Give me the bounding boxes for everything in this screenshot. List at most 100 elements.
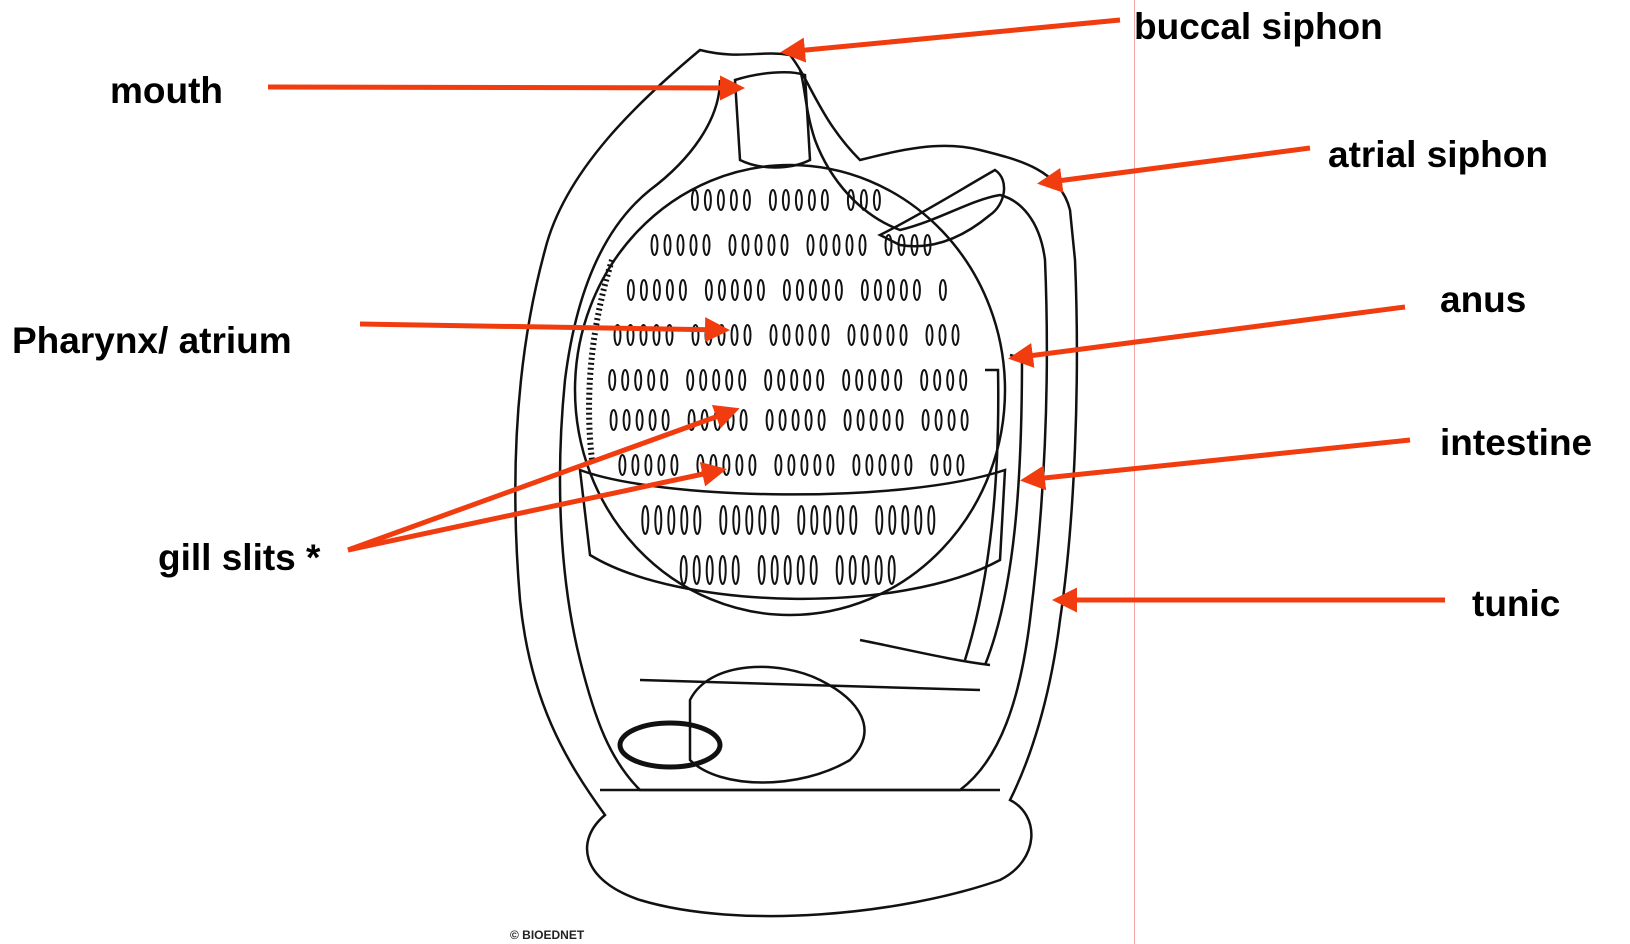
gill-slit <box>960 370 966 390</box>
gill-slit <box>845 410 851 430</box>
gill-slit <box>609 370 615 390</box>
atrial-siphon-outline <box>880 170 1004 246</box>
gill-slit <box>834 235 840 255</box>
gill-slit <box>823 280 829 300</box>
gill-slit <box>874 190 880 210</box>
gill-slit <box>661 370 667 390</box>
gill-slit <box>863 556 869 584</box>
gill-slit <box>733 506 739 534</box>
gill-slit <box>889 506 895 534</box>
gill-slit <box>882 370 888 390</box>
label-buccal-siphon: buccal siphon <box>1134 8 1383 45</box>
gill-slit <box>723 455 729 475</box>
gill-slit <box>858 410 864 430</box>
gill-slit <box>797 280 803 300</box>
gill-slit <box>836 280 842 300</box>
gill-slit <box>731 190 737 210</box>
gill-slit <box>875 325 881 345</box>
gill-slit <box>743 235 749 255</box>
gill-slit <box>758 280 764 300</box>
gill-slit <box>914 280 920 300</box>
gill-slit <box>944 455 950 475</box>
gill-slit <box>897 410 903 430</box>
gill-slit <box>923 410 929 430</box>
gill-slit <box>931 455 937 475</box>
tunic-outline <box>515 50 1077 916</box>
gill-slit <box>718 190 724 210</box>
gill-slit <box>769 235 775 255</box>
gill-slit <box>783 190 789 210</box>
gill-slit <box>680 280 686 300</box>
gill-slit <box>824 506 830 534</box>
gill-slit <box>691 235 697 255</box>
gill-slit <box>817 370 823 390</box>
gill-slit <box>837 556 843 584</box>
gill-slit <box>650 410 656 430</box>
gill-slit <box>694 506 700 534</box>
gill-slit <box>767 410 773 430</box>
gill-slit <box>655 506 661 534</box>
gill-slit <box>658 455 664 475</box>
gill-slit <box>862 280 868 300</box>
gill-slit <box>700 370 706 390</box>
gill-slit <box>732 280 738 300</box>
gill-slit <box>628 280 634 300</box>
gill-slit <box>808 235 814 255</box>
gill-slit <box>927 325 933 345</box>
gill-slit <box>707 556 713 584</box>
inner-tunic-outline <box>560 70 1047 790</box>
gill-slit <box>665 235 671 255</box>
gill-slit <box>876 556 882 584</box>
gill-slit <box>785 556 791 584</box>
gill-slit <box>632 455 638 475</box>
gill-slit <box>798 506 804 534</box>
gill-slit <box>741 410 747 430</box>
gill-slit <box>810 325 816 345</box>
gill-slit <box>827 455 833 475</box>
gill-slit <box>928 506 934 534</box>
buccal-siphon-outline <box>735 72 810 167</box>
arrow-anus <box>1013 307 1405 358</box>
gill-slit <box>641 280 647 300</box>
gill-slit <box>901 280 907 300</box>
gill-slit <box>775 455 781 475</box>
gonad <box>620 723 720 767</box>
gill-slit <box>940 280 946 300</box>
label-atrial-siphon: atrial siphon <box>1328 136 1548 173</box>
gill-slit <box>667 280 673 300</box>
gill-slit <box>770 190 776 210</box>
gill-slit <box>879 455 885 475</box>
gill-slit <box>962 410 968 430</box>
gill-slit <box>921 370 927 390</box>
label-tunic: tunic <box>1472 585 1560 622</box>
gut-loop <box>640 640 990 690</box>
gill-slit <box>720 506 726 534</box>
gill-slit <box>733 556 739 584</box>
gill-slit <box>692 190 698 210</box>
gill-slit <box>619 455 625 475</box>
gill-slit <box>719 280 725 300</box>
gill-slit <box>953 325 959 345</box>
gill-slit <box>847 235 853 255</box>
gill-slit <box>871 410 877 430</box>
gill-slit <box>756 235 762 255</box>
gill-slit <box>811 556 817 584</box>
gill-slit <box>902 506 908 534</box>
gill-slit <box>850 506 856 534</box>
gill-slit <box>782 235 788 255</box>
gill-slit <box>889 556 895 584</box>
arrow-buccal-siphon <box>785 20 1120 52</box>
gill-slit <box>765 370 771 390</box>
gill-slit <box>940 325 946 345</box>
label-anus: anus <box>1440 281 1526 318</box>
label-gill-slits: gill slits * <box>158 539 320 576</box>
gill-slit <box>663 410 669 430</box>
gill-slit <box>791 370 797 390</box>
gill-slit <box>611 410 617 430</box>
arrow-intestine <box>1025 440 1410 480</box>
gill-slit <box>947 370 953 390</box>
gill-slit <box>681 556 687 584</box>
gill-slit <box>704 235 710 255</box>
gill-slit <box>895 370 901 390</box>
gill-slit <box>745 280 751 300</box>
